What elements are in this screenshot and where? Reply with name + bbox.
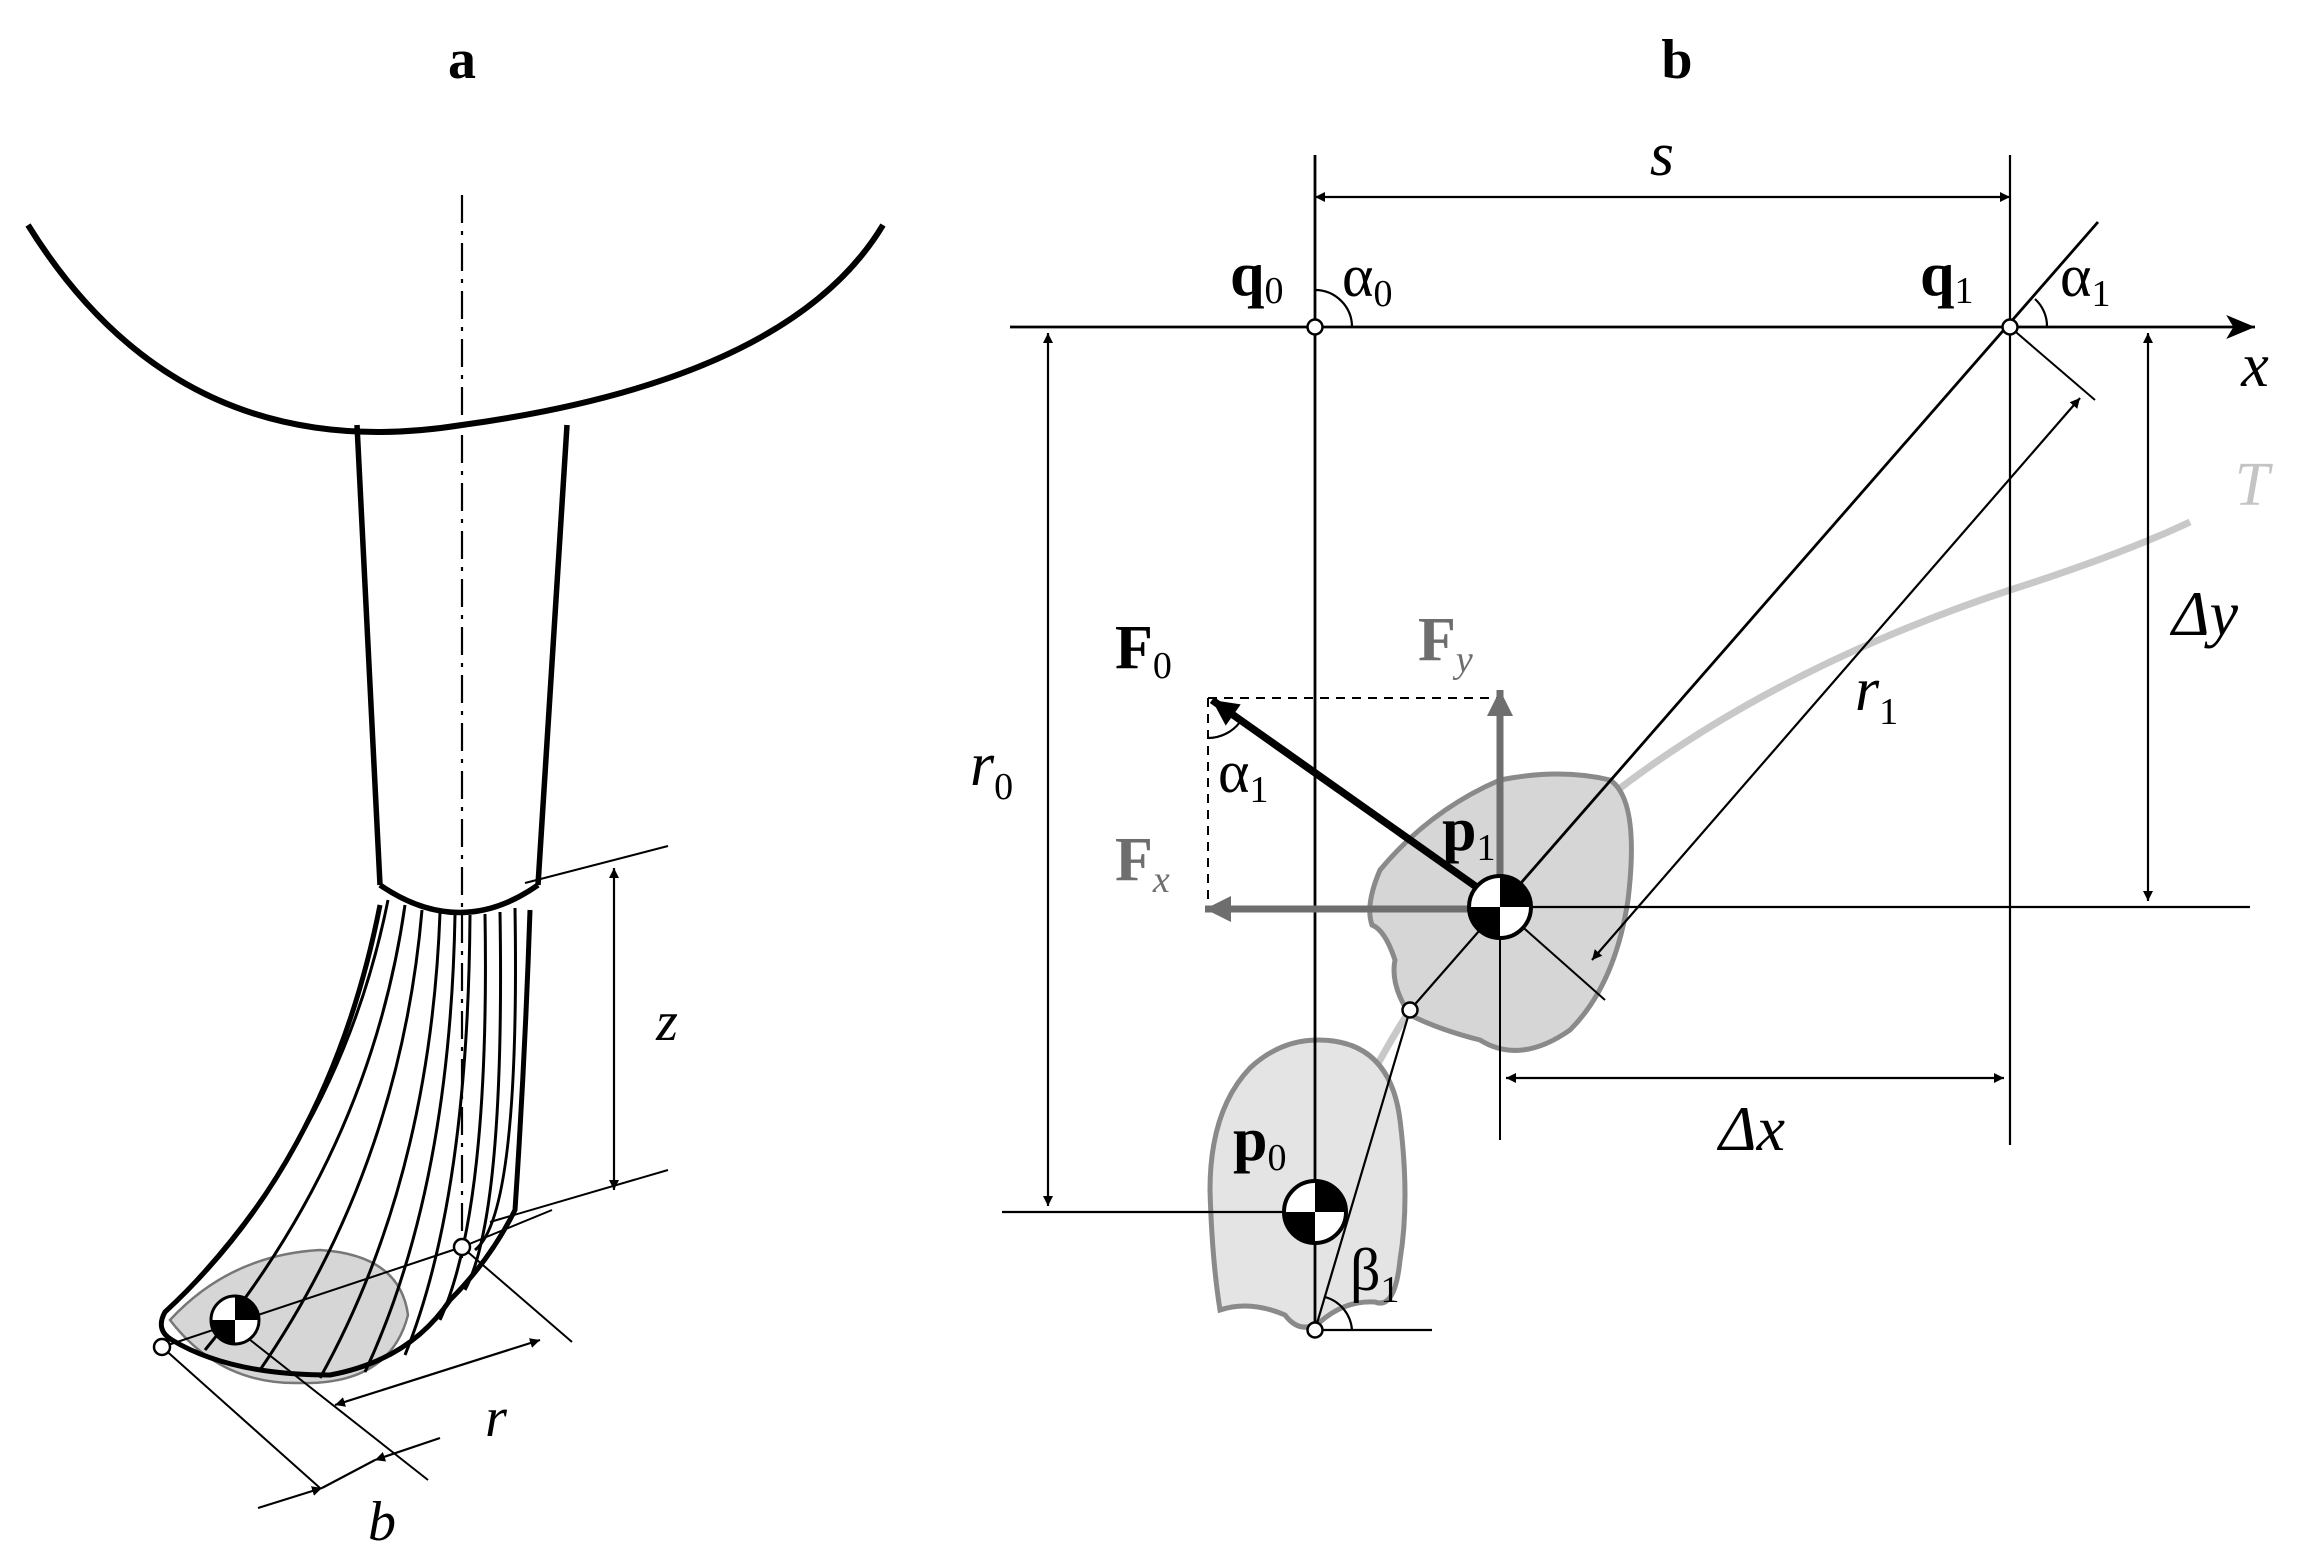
angle-arc-alpha0: [1314, 288, 1354, 328]
label-p0: p0: [1233, 1106, 1286, 1179]
dimension-r1: [1591, 397, 2081, 961]
label-alpha0: α0: [1342, 243, 1392, 315]
label-delta-y: Δy: [2169, 578, 2239, 649]
centre-of-mass-p0: [1282, 1179, 1348, 1245]
dim-label-s: s: [1650, 121, 1674, 189]
b-extension: [161, 1346, 321, 1489]
point-tip-p1: [1401, 1001, 1419, 1019]
angle-arc-alpha1-force: [1207, 721, 1241, 740]
brush-handle-bowl: [25, 223, 886, 435]
centre-of-mass-a: [209, 1294, 261, 1346]
point-q0: [1306, 318, 1324, 336]
dimension-b-base: [321, 1459, 376, 1489]
r-extension-a: [461, 1246, 573, 1343]
label-q0: q0: [1230, 241, 1283, 312]
brush-bristles: [163, 899, 517, 1379]
panel-label-b: b: [1661, 29, 1692, 91]
dim-label-b: b: [368, 1491, 396, 1553]
force-F0: [1209, 696, 1481, 892]
label-alpha1-force: α1: [1218, 739, 1268, 811]
angle-arc-beta1: [1324, 1295, 1354, 1331]
panel-label-a: a: [448, 29, 476, 91]
label-r1: r1: [1855, 656, 1898, 733]
angle-arc-alpha1-top: [2034, 298, 2049, 328]
dimension-z: [489, 845, 669, 1223]
x-axis-label: x: [2240, 332, 2269, 400]
label-alpha1-top: α1: [2060, 243, 2110, 315]
force-decomposition-box: [1207, 697, 1500, 907]
label-q1: q1: [1920, 241, 1973, 312]
label-Fy: Fy: [1418, 606, 1473, 681]
centre-of-mass-p1: [1467, 874, 1533, 940]
trajectory-label: T: [2235, 451, 2274, 519]
beta-line: [1313, 1009, 1412, 1331]
dimension-b-left: [257, 1486, 323, 1510]
dim-label-z: z: [655, 991, 678, 1053]
label-F0: F0: [1115, 614, 1172, 687]
dim-label-r: r: [485, 1387, 507, 1449]
r-extension-b: [234, 1327, 429, 1481]
brush-tip-axis-ext: [461, 1209, 553, 1248]
label-p1: p1: [1442, 796, 1495, 869]
tip-point-a: [152, 1337, 172, 1357]
label-beta1: β1: [1350, 1237, 1400, 1311]
brush-ferrule: [354, 424, 570, 886]
base-point-a: [452, 1237, 472, 1257]
label-Fx: Fx: [1115, 826, 1170, 901]
r1-ext-top: [2009, 326, 2096, 401]
point-tip-p0: [1306, 1321, 1324, 1339]
dimension-r: [334, 1338, 541, 1407]
label-r0: r0: [970, 731, 1013, 808]
point-q1: [2001, 318, 2019, 336]
label-delta-x: Δx: [1716, 1093, 1785, 1164]
brush-outline-left: [158, 904, 533, 1378]
dimension-b-right: [374, 1436, 441, 1462]
brush-ferrule-base: [378, 882, 540, 916]
